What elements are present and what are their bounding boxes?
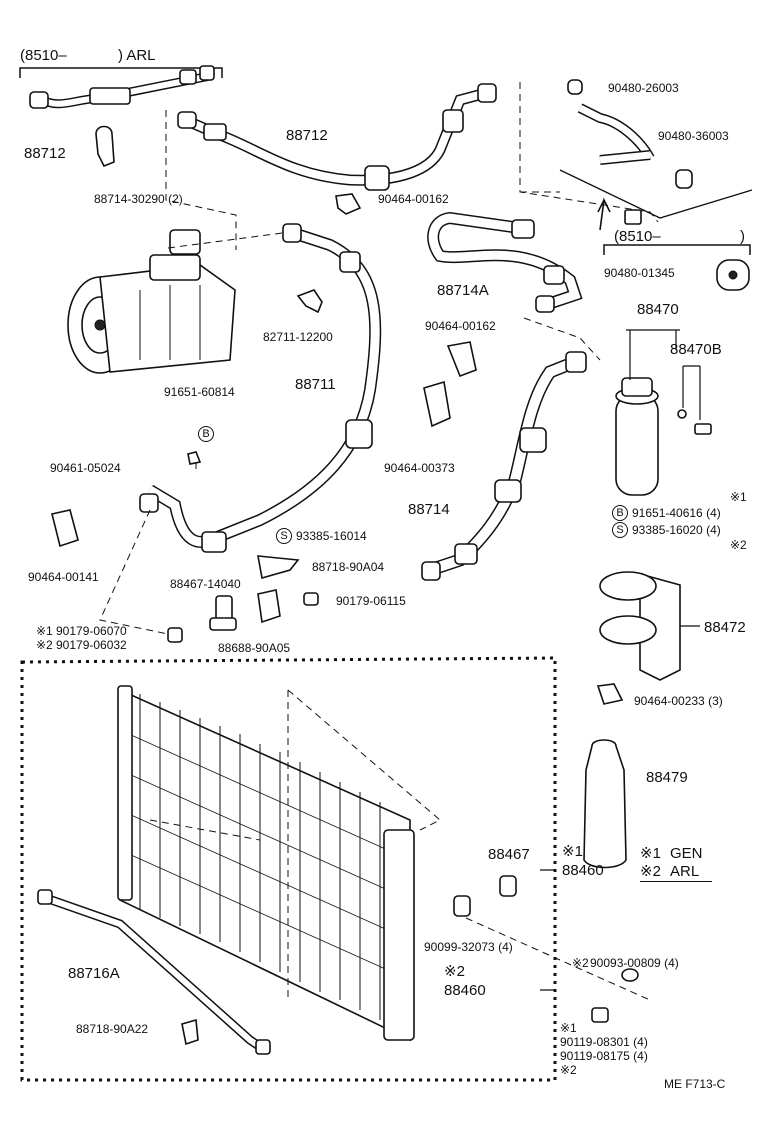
label-90119-08301: 90119-08301 (4) [560,1035,648,1049]
label-90480-26003: 90480-26003 [608,81,679,95]
label-90179-06070: 90179-06070 [56,624,127,638]
label-88714: 88714 [408,501,450,518]
label-88714A: 88714A [437,282,489,299]
circle-b-marker-right: B [612,505,628,521]
label-90179-06032: 90179-06032 [56,638,127,652]
label-88470: 88470 [637,301,679,318]
label-90461-05024: 90461-05024 [50,461,121,475]
note1-marker-left: ※1 [36,624,53,638]
label-88479: 88479 [646,769,688,786]
label-93385-16020: 93385-16020 (4) [632,523,721,537]
label-90179-06115: 90179-06115 [336,594,406,608]
label-82711-12200: 82711-12200 [263,330,333,344]
label-88712: 88712 [286,127,328,144]
label-88467-14040: 88467-14040 [170,577,241,591]
label-90464-00373: 90464-00373 [384,461,455,475]
legend-gen-text: GEN [670,845,703,862]
arl-range-start: (8510– [20,47,67,64]
label-88460-arl: 88460 [444,982,486,999]
note1-condenser: ※1 [562,843,583,860]
note2-marker-right: ※2 [730,538,747,552]
label-90480-36003: 90480-36003 [658,129,729,143]
mid-range-end: ) [740,228,745,245]
label-90464-00141: 90464-00141 [28,570,99,584]
label-88470B: 88470B [670,341,722,358]
legend-underline [640,881,712,882]
mid-range-start: (8510– [614,228,661,245]
label-91651-40616: 91651-40616 (4) [632,506,721,520]
label-88472: 88472 [704,619,746,636]
label-88714-30290: 88714-30290 (2) [94,192,183,206]
circle-s-marker: S [276,528,292,544]
legend-arl-text: ARL [670,863,700,880]
compressor [67,229,236,374]
note2-marker-bolt: ※2 [572,956,589,970]
pipe-88711 [139,223,382,553]
label-88460-gen: 88460 [562,862,604,879]
pipe-88712-arl [29,65,215,109]
circle-s-marker-right: S [612,522,628,538]
label-88718-90A04: 88718-90A04 [312,560,385,574]
label-90099-32073: 90099-32073 (4) [424,940,513,954]
legend-gen-mark: ※1 [640,845,661,862]
footer-code: ME F713-C [664,1077,726,1091]
note1-marker-right: ※1 [730,490,747,504]
note2-marker-left: ※2 [36,638,53,652]
label-88712-arl: 88712 [24,145,66,162]
label-93385-16014: 93385-16014 [296,529,367,543]
bracket-88472 [599,571,681,681]
pipe-88712 [177,83,497,191]
pipe-88714 [421,351,587,581]
label-90093-00809: 90093-00809 (4) [590,956,679,970]
condenser-88460 [117,685,415,1042]
label-91651-60814: 91651-60814 [164,385,235,399]
label-90464-00162-mid: 90464-00162 [425,319,496,333]
label-90464-00162-top: 90464-00162 [378,192,449,206]
label-90119-08175: 90119-08175 (4) [560,1049,648,1063]
label-88688-90A05: 88688-90A05 [218,641,291,655]
circle-b-marker: B [198,426,214,442]
label-88718-90A22: 88718-90A22 [76,1022,149,1036]
label-88467: 88467 [488,846,530,863]
label-90480-01345: 90480-01345 [604,266,675,280]
pipe-88714A [427,211,583,313]
label-88711: 88711 [295,376,336,393]
arl-range-end: ) ARL [118,47,156,64]
note2-condenser: ※2 [444,963,465,980]
label-90464-00233: 90464-00233 (3) [634,694,723,708]
legend-arl-mark: ※2 [640,863,661,880]
receiver-88470 [615,377,659,496]
label-88716A: 88716A [68,965,120,982]
note2-marker-bolt-bottom: ※2 [560,1063,577,1077]
note1-marker-bolt: ※1 [560,1021,577,1035]
